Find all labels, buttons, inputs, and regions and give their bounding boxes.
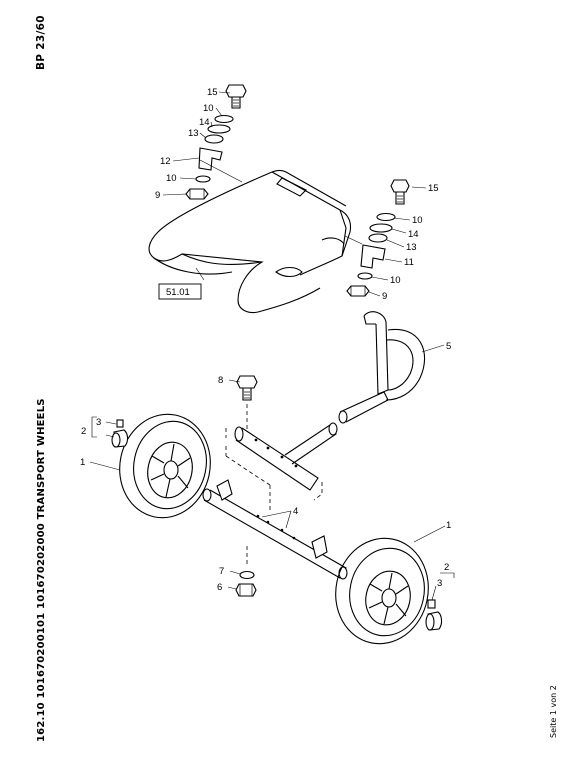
part-label: 7 [219, 566, 224, 577]
washer-10b-right [357, 272, 373, 280]
part-label: 15 [207, 87, 218, 98]
part-label: 6 [217, 582, 222, 593]
leader-lines [89, 91, 455, 601]
bracket-12-left [198, 147, 223, 171]
part-label: 9 [155, 190, 160, 201]
part-label: 5 [446, 341, 451, 352]
bolt-15-right [390, 179, 410, 205]
part-label: 15 [428, 183, 439, 194]
part-label: 12 [160, 156, 171, 167]
bushing-2-right [425, 611, 443, 631]
wheel-1-right [335, 537, 429, 645]
nut-6 [235, 583, 257, 597]
part-label: 9 [382, 291, 387, 302]
part-label: 3 [96, 417, 101, 428]
axle-4 [202, 479, 348, 580]
lock-washer-14-left [207, 124, 231, 134]
bracket-11-right [360, 244, 386, 269]
part-label: 10 [412, 215, 423, 226]
washer-10b-left [195, 175, 211, 183]
part-label: 1 [446, 520, 451, 531]
washer-10-left [214, 114, 234, 124]
reference-box-label: 51.01 [166, 287, 190, 298]
part-label: 3 [437, 578, 442, 589]
washer-7 [239, 570, 255, 580]
reference-box [158, 283, 202, 300]
part-label: 13 [406, 242, 417, 253]
wheel-1-left [119, 413, 211, 519]
part-label: 4 [293, 506, 298, 517]
part-label: 14 [408, 229, 419, 240]
part-labels: 15 10 14 13 12 10 9 15 10 14 13 11 10 9 … [80, 87, 451, 593]
part-label: 2 [81, 426, 86, 437]
cap-3-right [427, 599, 436, 609]
bolt-8 [236, 375, 258, 430]
washer-13-left [204, 134, 224, 144]
handle-5 [338, 311, 425, 424]
cap-3-left [116, 419, 124, 428]
part-label: 14 [199, 117, 210, 128]
part-label: 8 [218, 375, 223, 386]
washer-13-right [368, 233, 388, 243]
lock-washer-14-right [369, 223, 393, 233]
nut-9-right [346, 285, 370, 297]
part-label: 13 [188, 128, 199, 139]
bolt-15-left [225, 84, 247, 109]
nut-9-left [185, 188, 209, 200]
part-label: 11 [404, 257, 414, 268]
cover-housing [148, 159, 352, 314]
part-label: 2 [444, 562, 449, 573]
part-label: 10 [390, 275, 401, 286]
part-label: 10 [203, 103, 214, 114]
axle-tube-upper [225, 422, 338, 510]
part-label: 10 [166, 173, 177, 184]
part-label: 1 [80, 457, 85, 468]
bushing-2-left [111, 429, 129, 448]
washer-10-right [376, 212, 396, 222]
